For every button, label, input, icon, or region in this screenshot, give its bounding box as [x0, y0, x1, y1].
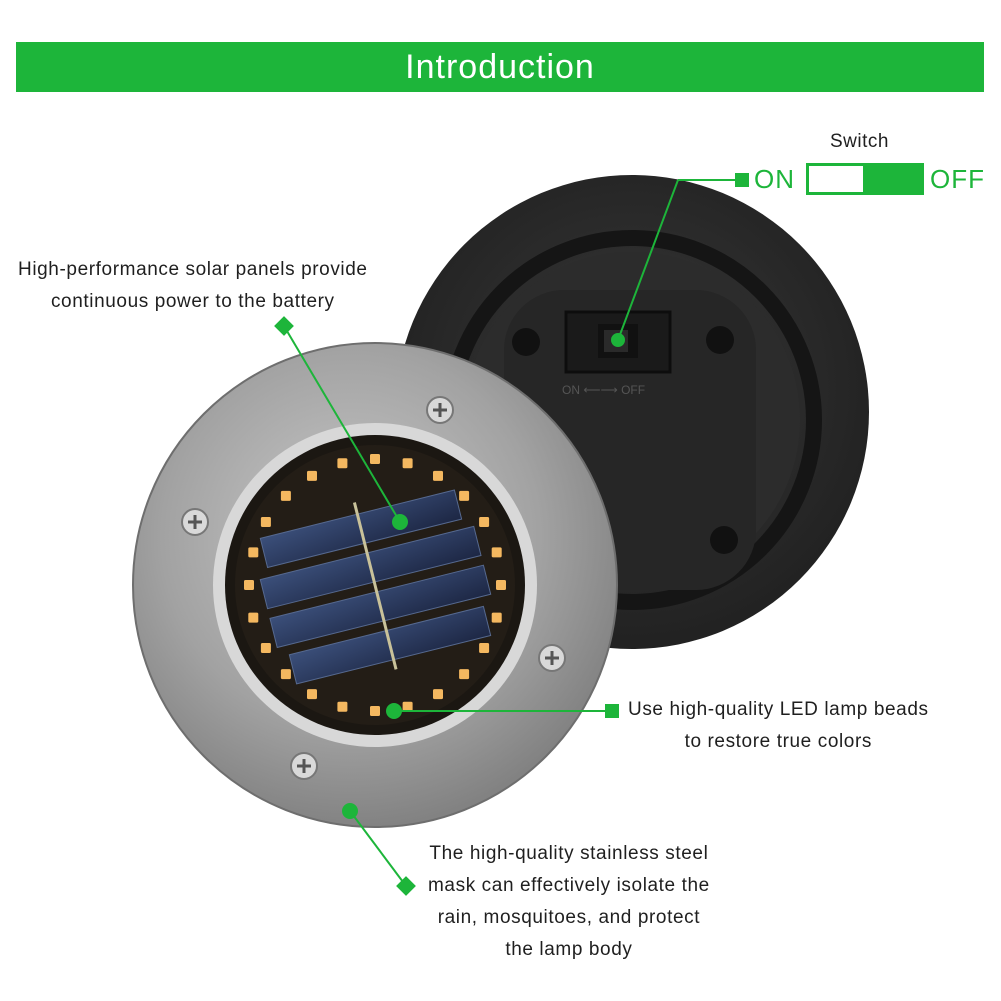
- screw-icon: [426, 396, 454, 424]
- intro-banner: Introduction: [16, 42, 984, 92]
- banner-title: Introduction: [405, 47, 595, 86]
- switch-title: Switch: [830, 131, 889, 152]
- caption-line: The high-quality stainless steel: [429, 843, 709, 864]
- screw-icon: [538, 644, 566, 672]
- led-bead: [307, 689, 317, 700]
- solar-panel: [259, 489, 492, 685]
- led-bead: [479, 643, 490, 653]
- led-bead: [248, 612, 259, 623]
- caption-line: mask can effectively isolate the: [428, 875, 710, 896]
- led-bead: [260, 517, 271, 527]
- switch-on-label: ON: [754, 164, 795, 194]
- led-bead: [337, 458, 348, 469]
- caption-line: High-performance solar panels provide: [18, 259, 368, 280]
- led-bead: [244, 580, 254, 590]
- switch-off-label: OFF: [930, 164, 985, 194]
- led-bead: [433, 689, 443, 700]
- caption-line: Use high-quality LED lamp beads: [628, 699, 929, 720]
- switch-knob: [863, 166, 921, 192]
- lamp-front-view: [132, 342, 618, 828]
- led-bead: [496, 580, 506, 590]
- led-bead: [260, 643, 271, 653]
- led-bead: [280, 490, 291, 501]
- led-bead: [459, 490, 470, 501]
- led-bead: [491, 547, 502, 558]
- led-bead: [433, 470, 443, 481]
- led-bead: [402, 701, 413, 712]
- back-switch-marking: ON ⟵⟶ OFF: [562, 383, 645, 397]
- led-caption: Use high-quality LED lamp beads to resto…: [628, 694, 929, 758]
- led-bead: [248, 547, 259, 558]
- led-bead: [402, 458, 413, 469]
- screw-icon: [181, 508, 209, 536]
- switch-toggle-diagram: [806, 163, 924, 195]
- led-bead: [307, 470, 317, 481]
- led-ring: [244, 454, 506, 716]
- led-bead: [459, 669, 470, 680]
- solar-panel-caption: High-performance solar panels provide co…: [18, 254, 368, 318]
- led-bead: [370, 706, 380, 716]
- led-bead: [479, 517, 490, 527]
- caption-line: the lamp body: [505, 939, 633, 960]
- callout-lines: [274, 173, 749, 896]
- caption-line: rain, mosquitoes, and protect: [437, 907, 701, 928]
- caption-line: to restore true colors: [684, 731, 873, 752]
- screw-icon: [290, 752, 318, 780]
- led-bead: [370, 454, 380, 464]
- led-bead: [337, 701, 348, 712]
- led-bead: [491, 612, 502, 623]
- caption-line: continuous power to the battery: [50, 291, 335, 312]
- led-bead: [280, 669, 291, 680]
- steel-mask-caption: The high-quality stainless steel mask ca…: [428, 838, 710, 966]
